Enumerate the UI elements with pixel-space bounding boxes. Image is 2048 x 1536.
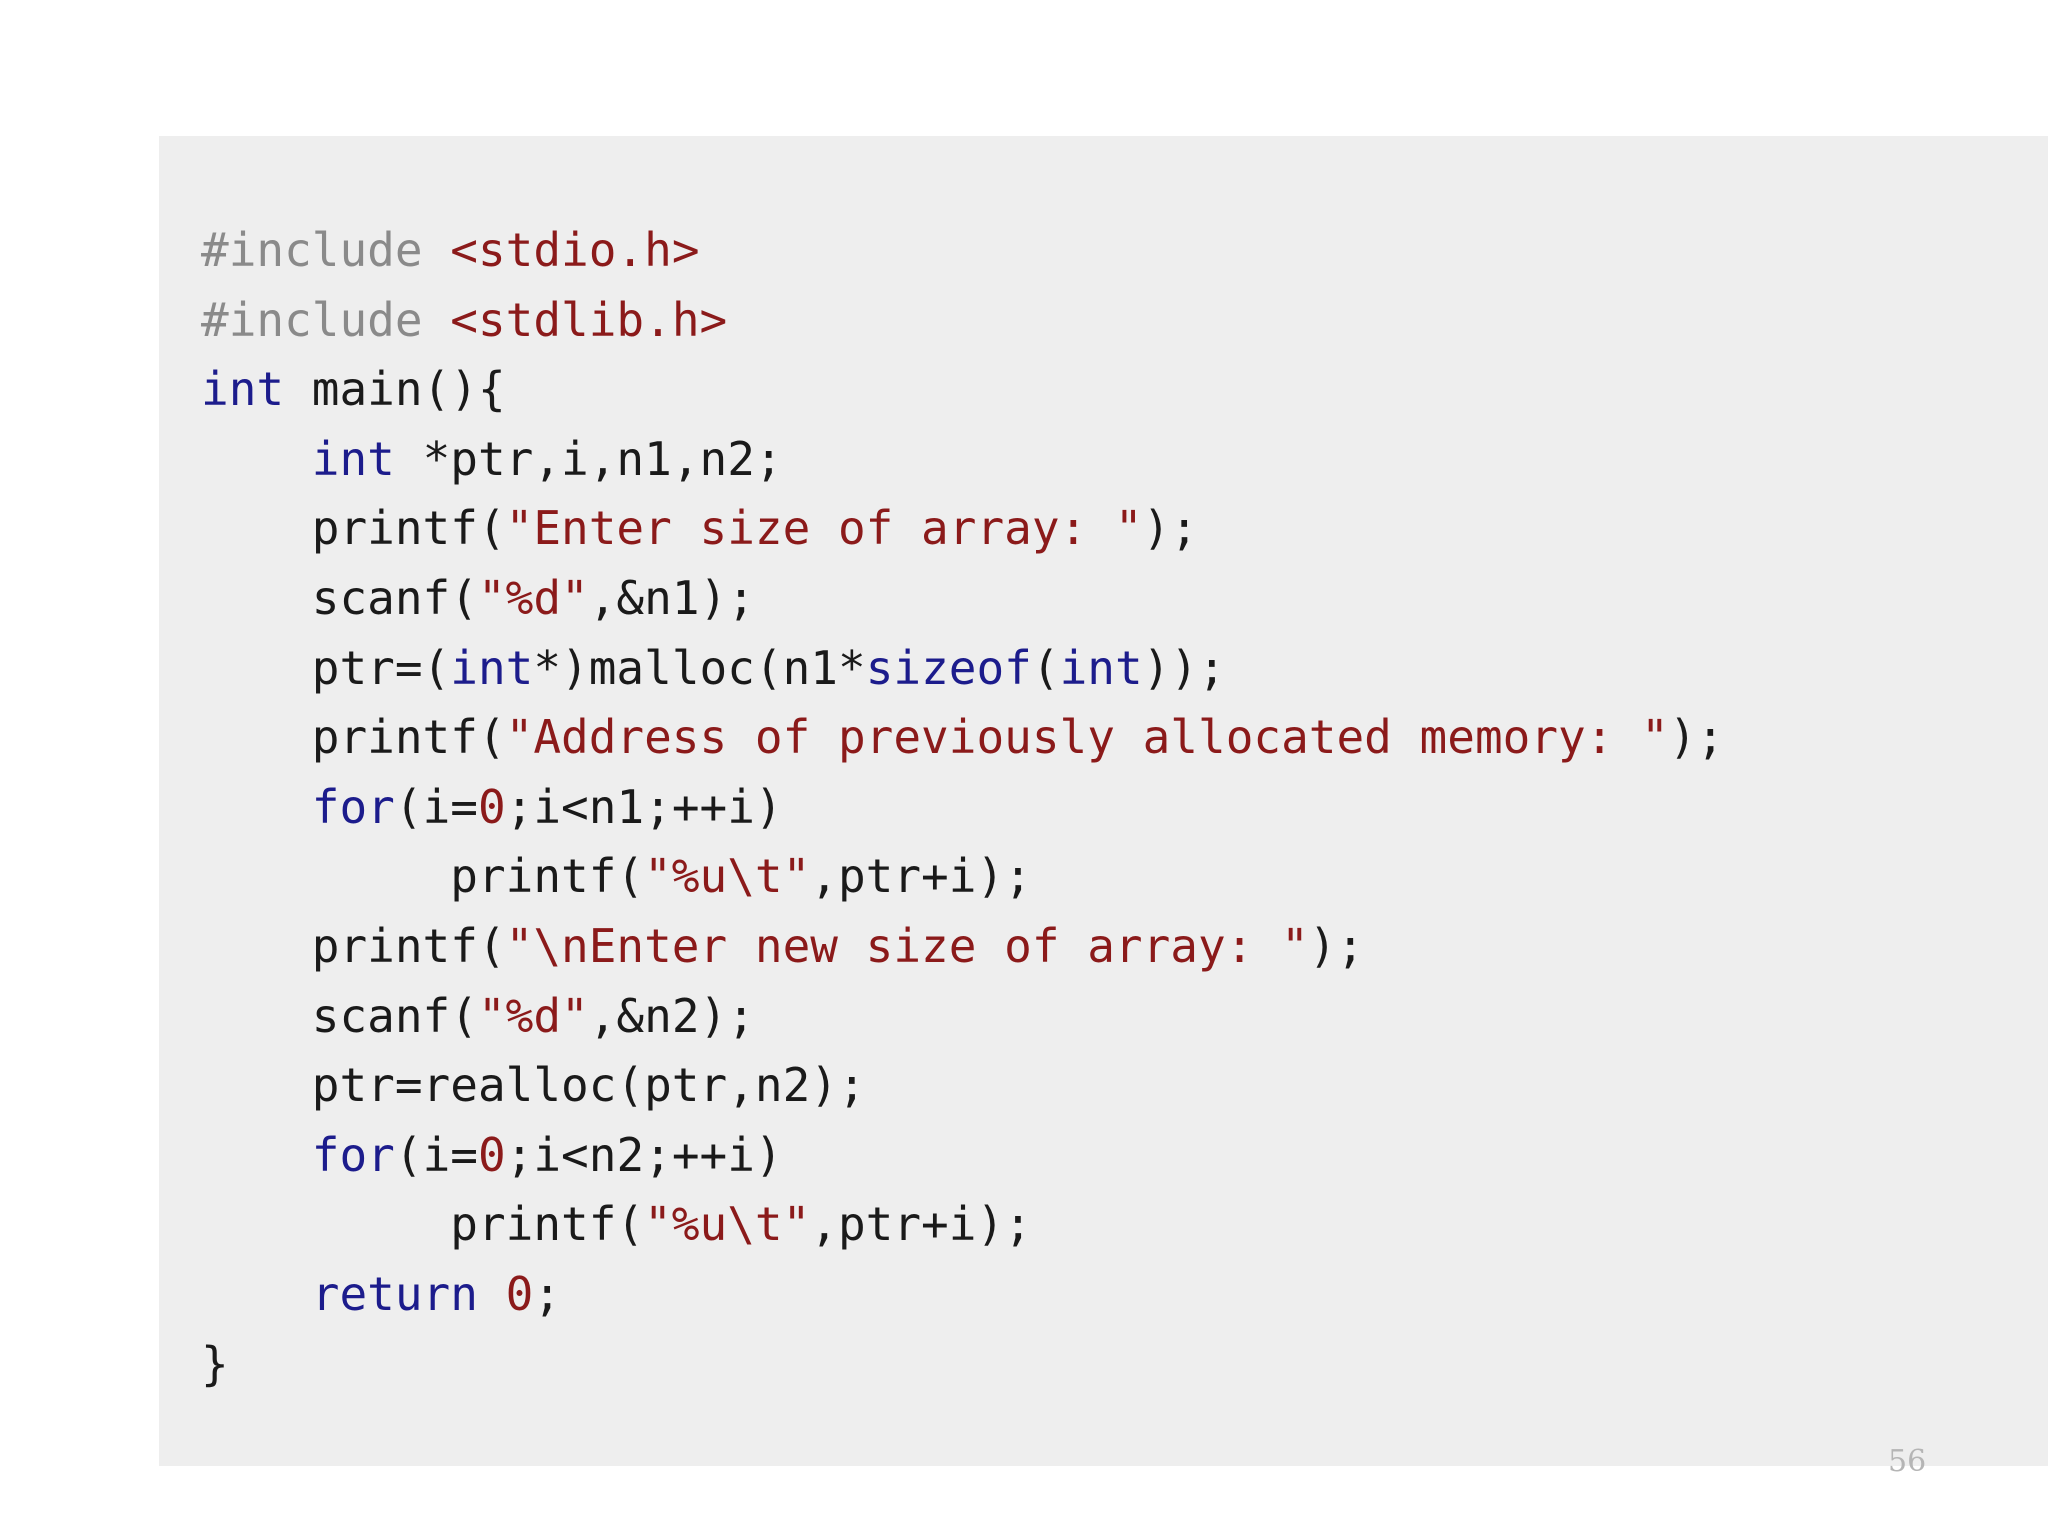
code-token: scanf( <box>201 988 478 1043</box>
code-line: int main(){ <box>201 355 1724 425</box>
code-line: #include <stdlib.h> <box>201 286 1724 356</box>
code-token: printf( <box>201 710 506 765</box>
code-line: #include <stdio.h> <box>201 216 1724 286</box>
code-line: for(i=0;i<n1;++i) <box>201 773 1724 843</box>
keyword-token: for <box>311 779 395 834</box>
string-token: "%u\t" <box>644 1197 811 1252</box>
code-token <box>201 1128 312 1182</box>
keyword-token: int <box>311 431 395 486</box>
code-line: printf("Enter size of array: "); <box>201 494 1724 564</box>
code-token <box>423 293 451 347</box>
preprocessor-token: #include <box>201 223 423 277</box>
code-token: printf( <box>201 849 645 904</box>
code-line: } <box>201 1330 1724 1400</box>
header-token: <stdio.h> <box>450 223 700 277</box>
page-number: 56 <box>1888 1444 1927 1479</box>
string-token: "%d" <box>477 988 589 1043</box>
code-token: ); <box>1308 918 1365 973</box>
header-token: <stdlib.h> <box>450 292 728 347</box>
code-token: ptr=realloc(ptr,n2); <box>201 1058 866 1113</box>
number-token: 0 <box>505 1266 534 1321</box>
code-token: ptr=( <box>201 640 451 695</box>
keyword-token: int <box>450 640 534 695</box>
number-token: 0 <box>477 779 506 834</box>
code-token: printf( <box>201 918 506 973</box>
code-token: ;i<n1;++i) <box>505 779 783 834</box>
code-line: printf("\nEnter new size of array: "); <box>201 912 1724 982</box>
string-token: "\nEnter new size of array: " <box>505 918 1309 973</box>
code-token: (i= <box>394 1127 478 1182</box>
code-token: main(){ <box>284 362 506 417</box>
keyword-token: int <box>1059 640 1143 695</box>
number-token: 0 <box>477 1127 506 1182</box>
code-token: ); <box>1668 710 1725 765</box>
code-line: int *ptr,i,n1,n2; <box>201 425 1724 495</box>
code-token: )); <box>1142 640 1226 695</box>
code-token: ( <box>1031 640 1060 695</box>
code-token: *)malloc(n1* <box>533 640 866 695</box>
code-token: ,ptr+i); <box>810 1197 1032 1252</box>
code-line: printf("Address of previously allocated … <box>201 703 1724 773</box>
code-token: } <box>201 1336 229 1391</box>
code-token <box>423 223 451 277</box>
keyword-token: int <box>201 362 285 417</box>
code-block: #include <stdio.h>#include <stdlib.h>int… <box>201 216 1724 1399</box>
code-token: ;i<n2;++i) <box>505 1127 783 1182</box>
string-token: "%u\t" <box>644 849 811 904</box>
code-line: ptr=realloc(ptr,n2); <box>201 1051 1724 1121</box>
code-line: for(i=0;i<n2;++i) <box>201 1121 1724 1191</box>
code-line: printf("%u\t",ptr+i); <box>201 842 1724 912</box>
code-line: scanf("%d",&n2); <box>201 982 1724 1052</box>
code-token <box>201 432 312 486</box>
code-token: ; <box>533 1266 562 1321</box>
code-token: scanf( <box>201 570 478 625</box>
code-line: printf("%u\t",ptr+i); <box>201 1190 1724 1260</box>
code-token: ,&n2); <box>588 988 755 1043</box>
code-line: ptr=(int*)malloc(n1*sizeof(int)); <box>201 634 1724 704</box>
string-token: "Enter size of array: " <box>505 501 1143 556</box>
keyword-token: return <box>311 1266 478 1321</box>
code-token: (i= <box>394 779 478 834</box>
code-token <box>201 780 312 834</box>
preprocessor-token: #include <box>201 292 423 347</box>
code-line: scanf("%d",&n1); <box>201 564 1724 634</box>
code-line: return 0; <box>201 1260 1724 1330</box>
code-token: ,&n1); <box>588 570 755 625</box>
code-panel: #include <stdio.h>#include <stdlib.h>int… <box>159 136 2048 1466</box>
code-token: ); <box>1142 501 1199 556</box>
code-token <box>478 1267 506 1321</box>
code-token: *ptr,i,n1,n2; <box>394 431 783 486</box>
code-token: ,ptr+i); <box>810 849 1032 904</box>
keyword-token: for <box>311 1127 395 1182</box>
keyword-token: sizeof <box>865 640 1032 695</box>
string-token: "Address of previously allocated memory:… <box>505 710 1669 765</box>
code-token <box>201 1267 312 1321</box>
string-token: "%d" <box>477 570 589 625</box>
code-token: printf( <box>201 1197 645 1252</box>
code-token: printf( <box>201 501 506 556</box>
